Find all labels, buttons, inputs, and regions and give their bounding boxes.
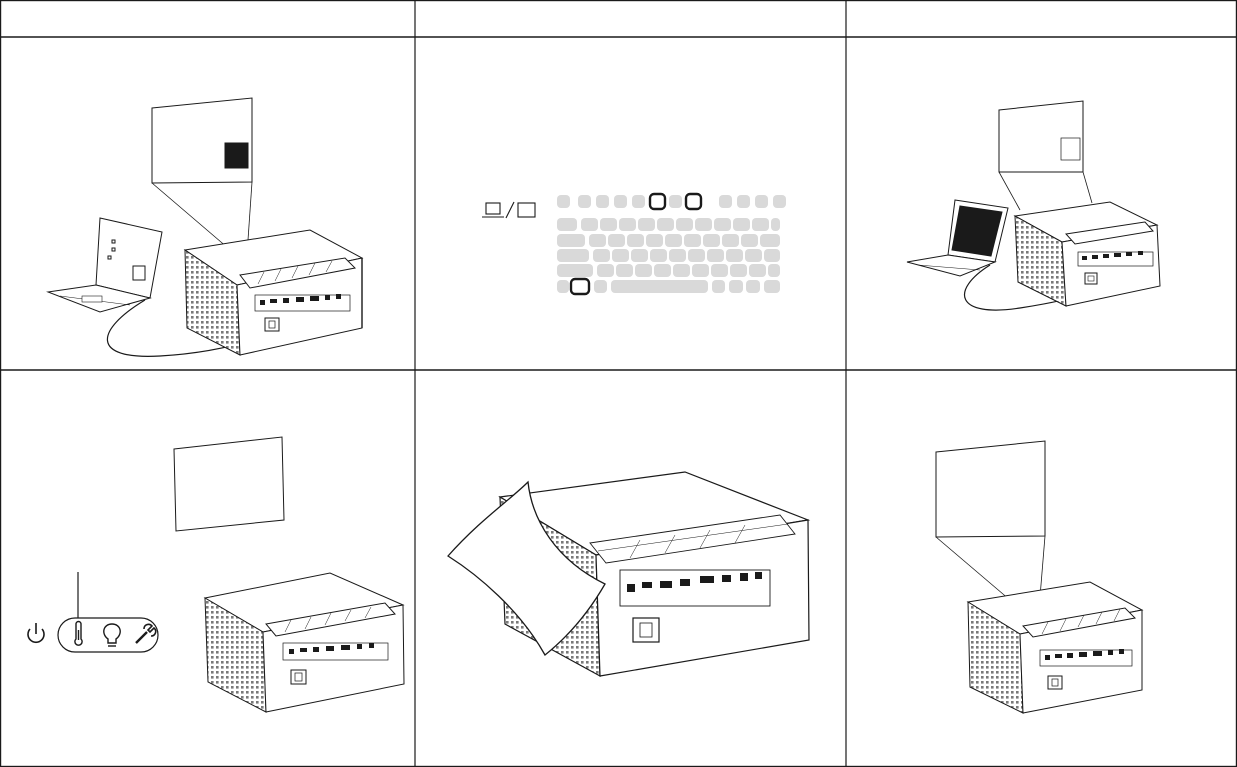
keyboard-key	[733, 218, 750, 231]
keyboard-key	[650, 249, 667, 262]
projection-screen	[152, 98, 252, 183]
keyboard-key	[619, 218, 636, 231]
keyboard-key	[627, 234, 644, 247]
keyboard-key	[581, 218, 598, 231]
illustration-laptop-screen-dark	[907, 101, 1160, 310]
keyboard-key	[692, 264, 709, 277]
keyboard-key	[557, 218, 577, 231]
spacebar-key	[611, 280, 708, 293]
keyboard-key	[714, 218, 731, 231]
keyboard-key	[654, 264, 671, 277]
projector	[968, 582, 1142, 713]
keyboard-key	[616, 264, 633, 277]
keyboard-key	[669, 249, 686, 262]
keyboard-key	[657, 218, 674, 231]
keyboard-key	[635, 264, 652, 277]
keyboard-key	[600, 218, 617, 231]
power-icon	[28, 623, 44, 642]
function-key	[578, 195, 591, 208]
illustration-blocked-vents	[448, 472, 809, 676]
projection-screen	[936, 441, 1045, 537]
function-key	[596, 195, 609, 208]
display-toggle	[482, 202, 535, 218]
keyboard-key	[557, 264, 593, 277]
keyboard-key	[764, 249, 780, 262]
keyboard-key	[631, 249, 648, 262]
keyboard-key	[722, 234, 739, 247]
keyboard-key	[638, 218, 655, 231]
keyboard-key	[597, 264, 614, 277]
laptop-icon	[486, 203, 500, 214]
illustration-temperature-light	[28, 437, 404, 712]
keyboard-key	[593, 249, 610, 262]
keyboard-key	[707, 249, 724, 262]
function-key	[737, 195, 750, 208]
keyboard-key	[741, 234, 758, 247]
keyboard-key	[557, 249, 589, 262]
function-key	[614, 195, 627, 208]
keyboard-key	[745, 249, 762, 262]
keyboard-key	[695, 218, 712, 231]
keyboard-key	[752, 218, 769, 231]
keyboard-key	[665, 234, 682, 247]
projector	[205, 573, 404, 712]
keyboard-key	[746, 280, 760, 293]
illustration-keyboard-fn-key	[482, 194, 786, 294]
keyboard-key	[768, 264, 780, 277]
keyboard-key	[589, 234, 606, 247]
laptop	[48, 218, 162, 312]
keyboard-key	[612, 249, 629, 262]
keyboard-key	[749, 264, 766, 277]
keyboard-key	[608, 234, 625, 247]
keyboard-key	[760, 234, 780, 247]
function-key	[719, 195, 732, 208]
keyboard-key	[594, 280, 607, 293]
keyboard-key	[676, 218, 693, 231]
projection-screen	[174, 437, 284, 531]
keyboard-key	[557, 234, 585, 247]
keyboard-key	[684, 234, 701, 247]
keyboard	[557, 194, 786, 294]
keyboard-key	[730, 264, 747, 277]
illustration-blank-projection	[936, 441, 1142, 713]
projected-black-square	[225, 143, 248, 168]
keyboard-key	[673, 264, 690, 277]
keyboard-key	[712, 280, 725, 293]
monitor-icon	[518, 203, 535, 217]
function-key	[669, 195, 682, 208]
projector	[1015, 202, 1160, 306]
keyboard-key	[726, 249, 743, 262]
keyboard-key	[729, 280, 743, 293]
keyboard-key	[703, 234, 720, 247]
function-key	[632, 195, 645, 208]
projector	[185, 230, 362, 355]
illustration-laptop-screen-partial	[48, 98, 362, 356]
function-key	[755, 195, 768, 208]
keyboard-key	[771, 218, 780, 231]
function-key-highlighted	[650, 194, 665, 209]
keyboard-key	[688, 249, 705, 262]
fn-key-highlighted	[571, 279, 589, 294]
function-key	[773, 195, 786, 208]
keyboard-key	[711, 264, 728, 277]
function-key-highlighted	[686, 194, 701, 209]
status-panel	[28, 572, 158, 652]
laptop	[907, 200, 1008, 276]
keyboard-key	[557, 280, 569, 293]
keyboard-key	[646, 234, 663, 247]
projection-screen	[999, 101, 1083, 172]
keyboard-key	[764, 280, 780, 293]
function-key	[557, 195, 570, 208]
